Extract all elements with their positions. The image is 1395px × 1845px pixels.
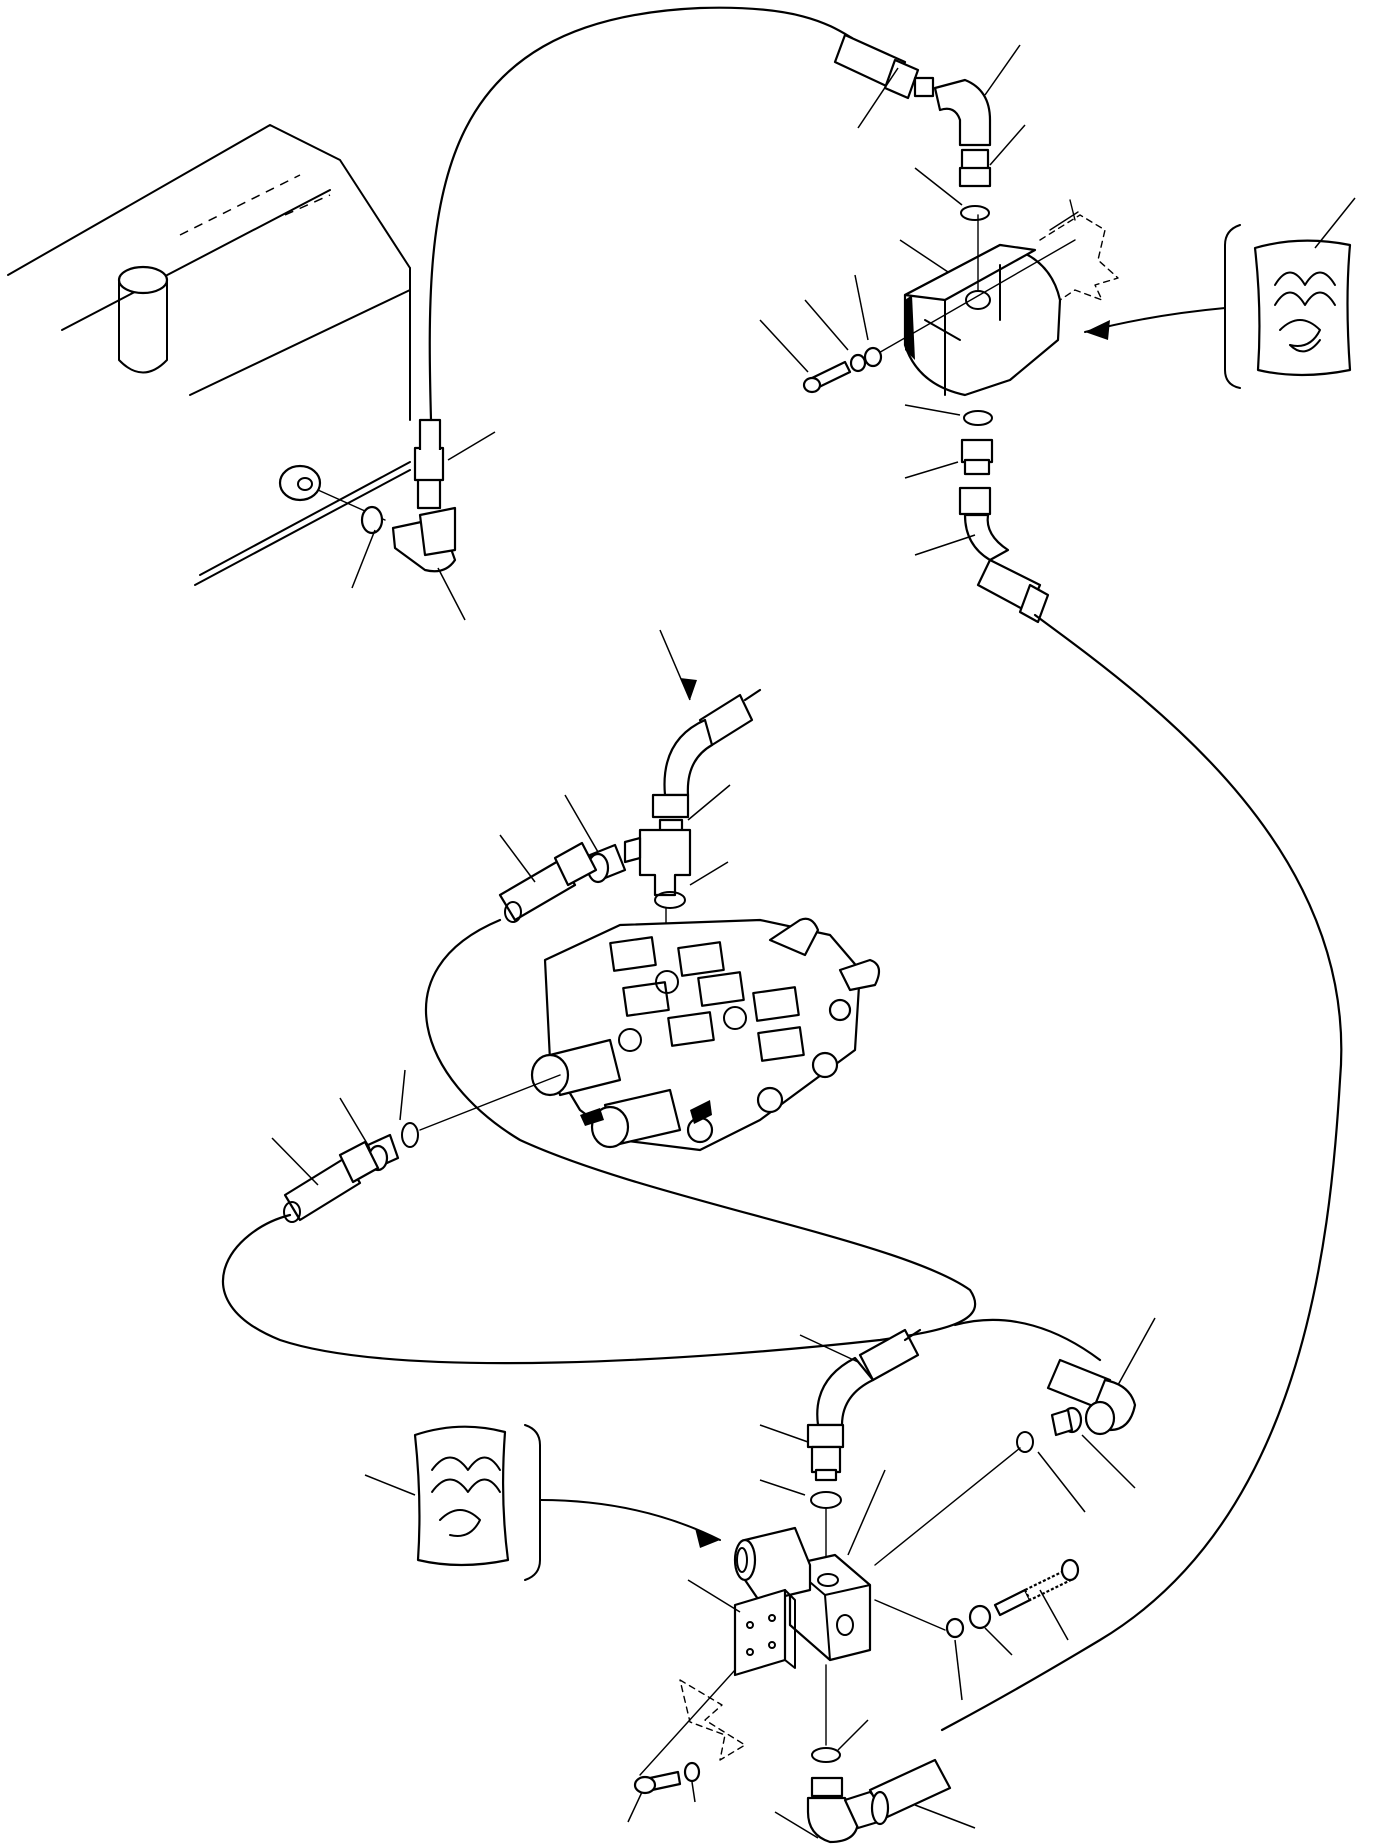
hydraulic-pump — [869, 199, 1119, 397]
solenoid-right-fittings — [874, 1358, 1137, 1566]
valve-loop-hose — [222, 918, 977, 1365]
washer — [849, 353, 867, 373]
pump-to-solenoid-hose — [940, 613, 1343, 1732]
tee-fitting — [623, 688, 762, 971]
control-valve-block — [419, 917, 881, 1152]
solenoid-through-bolt — [874, 1558, 1080, 1639]
valve-side-fittings — [283, 1122, 419, 1223]
o-ring — [810, 1491, 842, 1509]
o-ring — [960, 205, 990, 221]
solenoid-bracket-bolts — [633, 1761, 701, 1795]
pump-elbow-fitting — [933, 78, 992, 221]
washer — [863, 346, 883, 368]
solenoid-valve — [733, 1526, 872, 1662]
engine-elbow-fitting — [360, 418, 457, 573]
o-ring — [963, 410, 993, 426]
engine-port-boss — [278, 464, 322, 502]
o-ring — [360, 505, 384, 535]
o-ring — [401, 1122, 419, 1148]
washer — [968, 1604, 992, 1630]
washer — [945, 1617, 965, 1639]
washer — [683, 1761, 701, 1783]
engine-block — [7, 124, 411, 586]
solenoid-upper-fittings — [806, 1328, 922, 1571]
reference-leaders — [271, 44, 1356, 1839]
pump-to-engine-hose — [428, 6, 854, 422]
sealant-icon — [413, 1424, 721, 1581]
solenoid-lower-fittings — [806, 1664, 952, 1844]
pump-bolt — [802, 346, 883, 394]
o-ring — [654, 891, 686, 909]
sealant-icon — [1084, 224, 1352, 389]
tee-side-fittings — [498, 841, 627, 923]
mounting-bracket — [639, 1588, 796, 1776]
pump-hose-end-fitting — [833, 33, 935, 100]
pump-lower-fittings — [958, 410, 1050, 624]
exhaust-pipe — [117, 265, 169, 374]
o-ring — [811, 1747, 841, 1763]
o-ring — [1016, 1431, 1034, 1453]
